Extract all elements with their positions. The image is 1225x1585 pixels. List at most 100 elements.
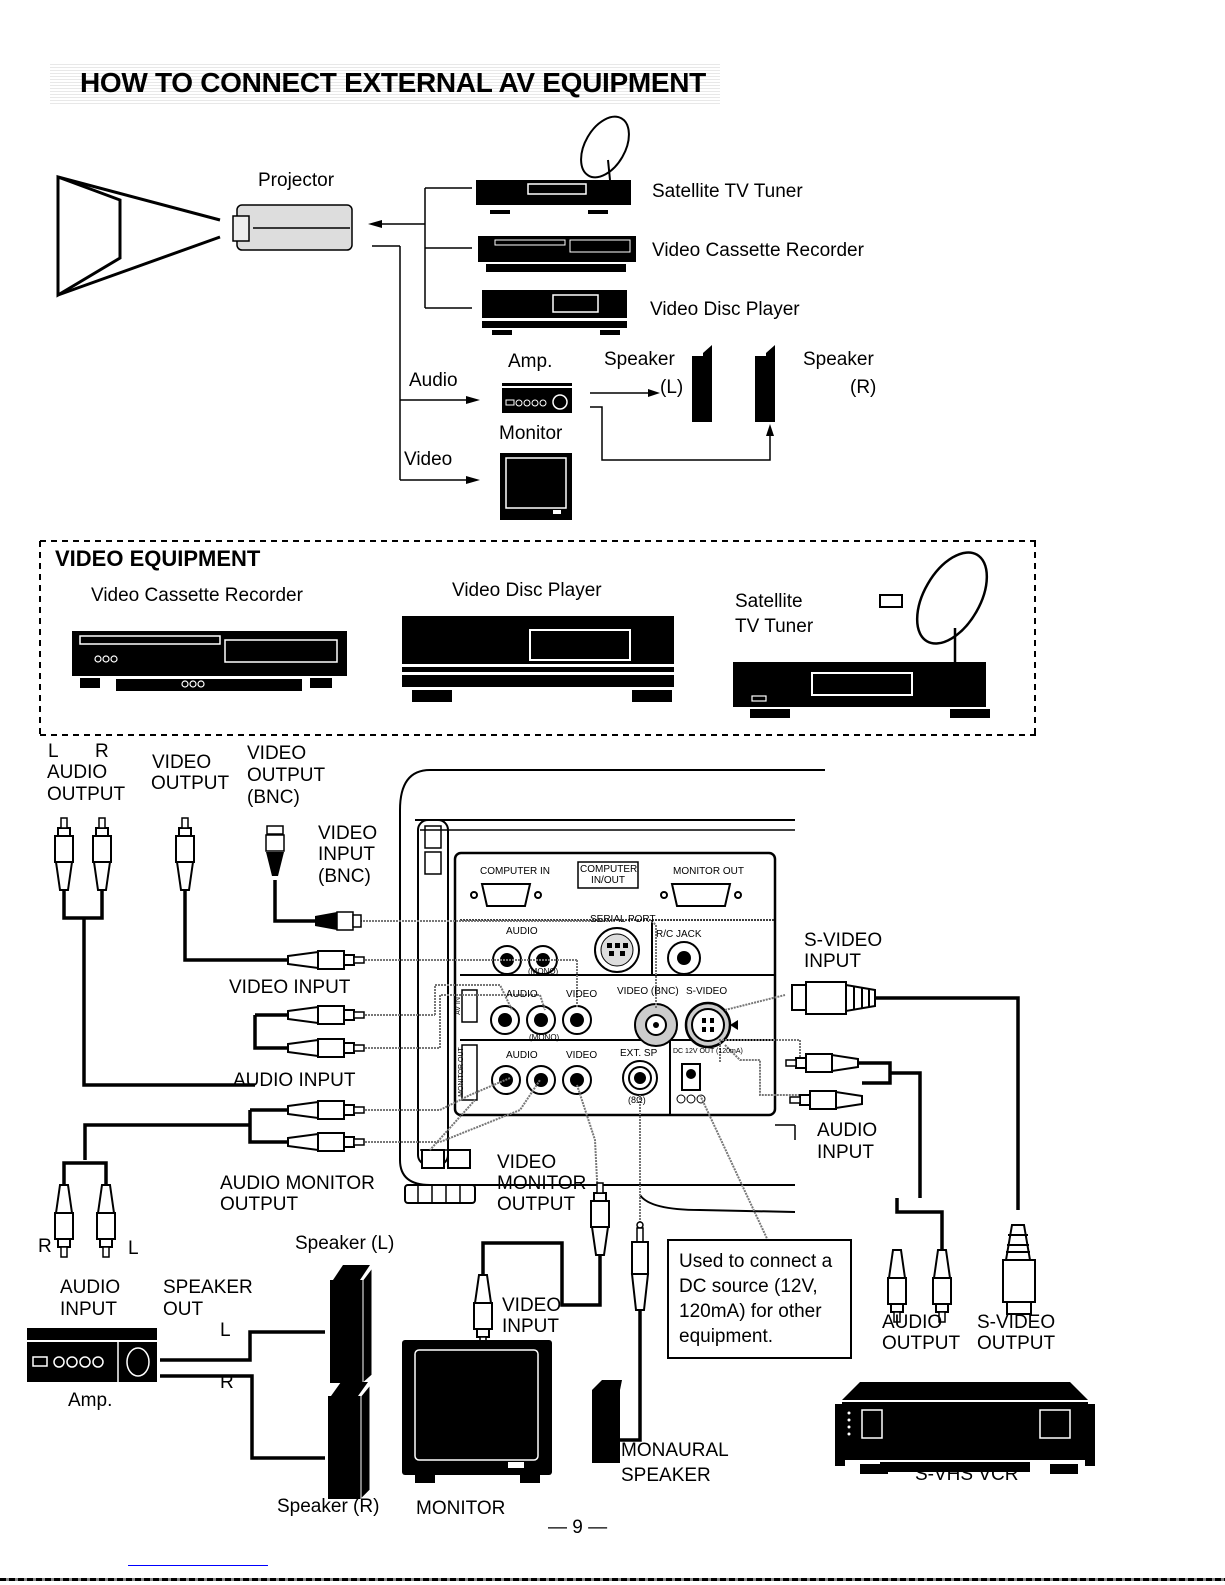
monitor-video-input-label-1: VIDEO bbox=[502, 1295, 562, 1316]
svideo-plug-icon bbox=[791, 981, 876, 1015]
bnc-output-label-2: OUTPUT bbox=[247, 765, 326, 786]
audio-in1-label: AUDIO bbox=[506, 926, 538, 937]
rca-plug-icon bbox=[287, 1132, 365, 1152]
bnc-input-label-2: INPUT bbox=[318, 844, 375, 865]
rca-plug-icon bbox=[287, 950, 365, 970]
speaker-out-r: R bbox=[220, 1372, 234, 1393]
bnc-plug-icon bbox=[265, 825, 285, 876]
ext-sp-label: EXT. SP bbox=[620, 1048, 658, 1059]
amp-bottom-label: Amp. bbox=[68, 1390, 113, 1411]
satellite-tuner-icon bbox=[476, 115, 631, 214]
video-equipment-heading: VIDEO EQUIPMENT bbox=[55, 546, 261, 571]
lr-r-label: R bbox=[95, 741, 109, 762]
monitor-out-vertical-label: MONITOR OUT bbox=[457, 1047, 465, 1097]
dc-out-label: DC 12V OUT (120mA) bbox=[673, 1048, 743, 1055]
speaker-l-label: Speaker bbox=[604, 349, 675, 370]
disc-player-large-label: Video Disc Player bbox=[452, 580, 602, 601]
speaker-r-icon bbox=[328, 1382, 371, 1501]
projector-icon bbox=[232, 204, 353, 251]
disc-player-icon bbox=[482, 290, 627, 335]
rca-jack-icon bbox=[526, 1065, 556, 1095]
r-label: R bbox=[38, 1236, 52, 1257]
mono-label-2: (MONO) bbox=[529, 1033, 560, 1042]
projector-label: Projector bbox=[258, 170, 335, 191]
serial-port-icon bbox=[594, 927, 640, 973]
speaker-r-bottom-label: Speaker (R) bbox=[277, 1496, 380, 1517]
satellite-large-label-2: TV Tuner bbox=[735, 616, 814, 637]
screen-icon bbox=[56, 174, 221, 298]
rca-plug-icon bbox=[175, 817, 195, 891]
bnc-output-label-1: VIDEO bbox=[247, 743, 307, 764]
video-equipment-box bbox=[39, 540, 1040, 736]
rca-plug-icon bbox=[287, 1038, 365, 1058]
rca-plug-icon bbox=[887, 1249, 907, 1323]
satellite-tuner-label: Satellite TV Tuner bbox=[652, 181, 803, 202]
vcr-large-label: Video Cassette Recorder bbox=[91, 585, 303, 606]
monitor-icon bbox=[500, 453, 572, 520]
rca-plug-icon bbox=[590, 1182, 610, 1256]
projector-back-panel bbox=[399, 769, 825, 1213]
svideo-plug-vcr-icon bbox=[1002, 1224, 1036, 1315]
monitor-label: Monitor bbox=[499, 423, 563, 444]
rca-plug-icon bbox=[789, 1090, 863, 1110]
amp-audio-input-label-2: INPUT bbox=[60, 1299, 117, 1320]
disc-player-large-icon bbox=[402, 616, 674, 702]
speaker-out-l: L bbox=[220, 1320, 231, 1341]
ext-sp-ohm-label: (8Ω) bbox=[628, 1095, 646, 1105]
video-label: Video bbox=[404, 449, 453, 470]
monaural-label-1: MONAURAL bbox=[621, 1440, 729, 1461]
speaker-r-side: (R) bbox=[850, 377, 877, 398]
vcr-icon bbox=[478, 236, 636, 272]
speaker-l-side: (L) bbox=[660, 377, 684, 398]
audio-monitor-output-label-2: OUTPUT bbox=[220, 1194, 299, 1215]
video-out-label: VIDEO bbox=[566, 1050, 598, 1061]
monaural-label-2: SPEAKER bbox=[621, 1465, 711, 1486]
rca-plug-icon bbox=[54, 817, 74, 891]
monitor-out-label: MONITOR OUT bbox=[673, 866, 744, 877]
page-number: — 9 — bbox=[548, 1517, 608, 1538]
rca-jack-icon bbox=[490, 1005, 520, 1035]
vcr-large-icon bbox=[72, 631, 347, 691]
computer-in-label: COMPUTER IN bbox=[480, 866, 550, 877]
input-lines bbox=[372, 187, 472, 481]
monitor-bottom-label: MONITOR bbox=[416, 1498, 506, 1519]
rca-plug-icon bbox=[54, 1184, 74, 1258]
rca-plug-icon bbox=[287, 1005, 365, 1025]
bnc-input-label-1: VIDEO bbox=[318, 823, 378, 844]
satellite-large-label-1: Satellite bbox=[735, 591, 803, 612]
computer-inout-label-1: COMPUTER bbox=[580, 864, 638, 875]
speaker-icon bbox=[692, 345, 775, 422]
projector-foot-icon bbox=[404, 1184, 476, 1204]
svideo-input-label-2: INPUT bbox=[804, 951, 861, 972]
svideo-label: S-VIDEO bbox=[686, 986, 728, 997]
svhs-vcr-label: S-VHS VCR bbox=[915, 1464, 1019, 1485]
video-bnc-label: VIDEO (BNC) bbox=[617, 986, 679, 997]
audio-output-label-1: AUDIO bbox=[47, 762, 108, 783]
speaker-out-label-1: SPEAKER bbox=[163, 1277, 253, 1298]
serial-port-label: SERIAL PORT bbox=[590, 914, 656, 925]
rca-plug-icon bbox=[96, 1184, 116, 1258]
dc-source-note: Used to connect a DC source (12V, 120mA)… bbox=[667, 1239, 852, 1359]
monitor-video-input-label-2: INPUT bbox=[502, 1316, 559, 1337]
l-label: L bbox=[128, 1238, 139, 1259]
rca-plug-icon bbox=[287, 1100, 365, 1120]
audio-input-right-label-1: AUDIO bbox=[817, 1120, 878, 1141]
audio-monitor-output-label-1: AUDIO MONITOR bbox=[220, 1173, 375, 1194]
audio-out-label: AUDIO bbox=[506, 1050, 538, 1061]
rca-plugs bbox=[54, 817, 952, 1348]
vcr-label: Video Cassette Recorder bbox=[652, 240, 864, 261]
rc-jack-icon bbox=[667, 941, 701, 975]
monitor-bottom-icon bbox=[402, 1340, 552, 1483]
link-underline[interactable] bbox=[128, 1565, 268, 1566]
page-title: HOW TO CONNECT EXTERNAL AV EQUIPMENT bbox=[50, 62, 720, 104]
svideo-input-label-1: S-VIDEO bbox=[804, 930, 883, 951]
monitor-out-port-icon bbox=[660, 883, 742, 907]
rca-jack-icon bbox=[526, 1005, 556, 1035]
video-input-label: VIDEO INPUT bbox=[229, 977, 351, 998]
video-monitor-output-label-3: OUTPUT bbox=[497, 1194, 576, 1215]
bnc-plug-horizontal-icon bbox=[315, 911, 362, 931]
audio-input-label: AUDIO INPUT bbox=[233, 1070, 356, 1091]
satellite-tuner-large-icon bbox=[733, 551, 990, 718]
rca-plug-icon bbox=[785, 1053, 859, 1073]
